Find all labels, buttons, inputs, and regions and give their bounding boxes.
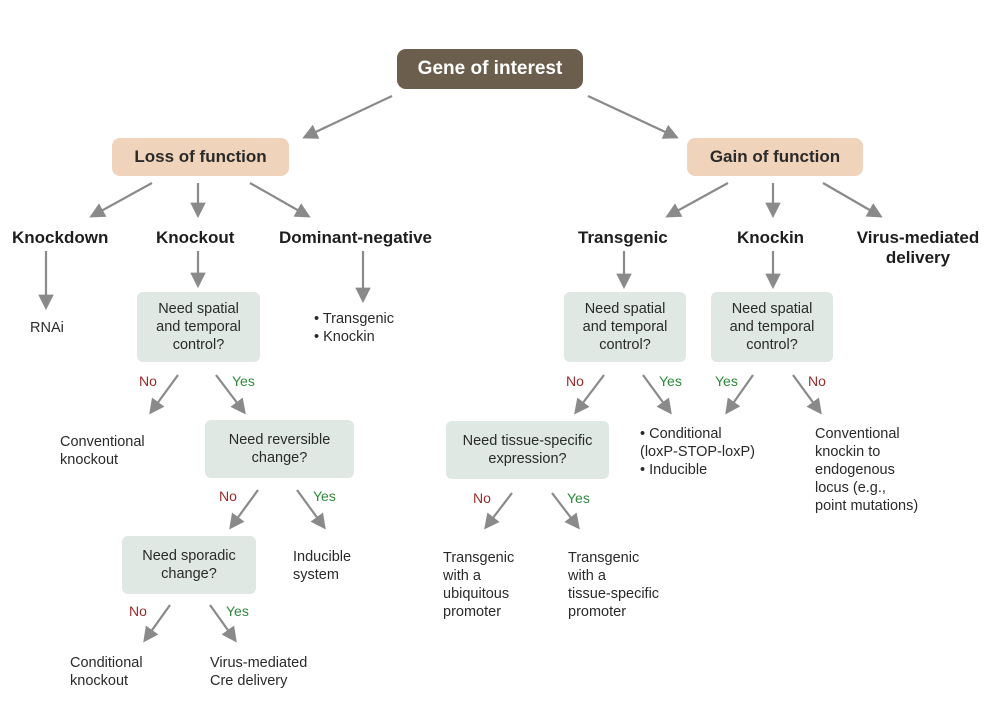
arrow-tg-yes — [642, 374, 672, 415]
yes-label: Yes — [567, 490, 590, 506]
knockdown-heading: Knockdown — [12, 228, 109, 247]
knockin-spatial-temporal-question: Need spatial and temporal control? — [711, 292, 833, 362]
arrow-spo-yes — [209, 604, 237, 643]
yes-label: Yes — [232, 373, 255, 389]
arrow-rev-yes — [296, 489, 326, 530]
virus-mediated-cre-delivery-leaf: Virus-mediated Cre delivery — [210, 655, 308, 689]
sporadic-change-question: Need sporadic change? — [122, 536, 256, 594]
no-label: No — [139, 373, 157, 389]
knockout-spatial-temporal-question: Need spatial and temporal control? — [137, 292, 260, 362]
yes-label: Yes — [313, 488, 336, 504]
no-label: No — [219, 488, 237, 504]
arrow-rev-no — [229, 489, 259, 530]
transgenic-spatial-temporal-question: Need spatial and temporal control? — [564, 292, 686, 362]
conventional-knockin-leaf: Conventional knockin to endogenous locus… — [815, 426, 919, 514]
no-label: No — [808, 373, 826, 389]
rnai-leaf: RNAi — [30, 320, 64, 336]
arrow-tissue-yes — [551, 492, 580, 530]
conditional-knockout-leaf: Conditional knockout — [70, 655, 143, 689]
tissue-specific-question: Need tissue-specific expression? — [446, 421, 609, 479]
yes-label: Yes — [715, 373, 738, 389]
transgenic-ubiquitous-promoter-leaf: Transgenic with a ubiquitous promoter — [443, 550, 515, 620]
transgenic-tissue-specific-promoter-leaf: Transgenic with a tissue-specific promot… — [568, 550, 660, 620]
arrow-ki-no — [792, 374, 822, 415]
yes-label: Yes — [226, 603, 249, 619]
arrow-tg-no — [574, 374, 605, 415]
gain-of-function-box: Gain of function — [687, 138, 863, 176]
reversible-change-question: Need reversible change? — [205, 420, 354, 478]
arrow-gain-to-transgenic — [665, 182, 729, 218]
arrow-loss-to-dominant-negative — [249, 182, 311, 218]
knockout-heading: Knockout — [156, 228, 235, 247]
arrow-gain-to-virus — [822, 182, 883, 218]
arrow-root-to-gain — [587, 95, 679, 139]
no-label: No — [473, 490, 491, 506]
arrow-root-to-loss — [302, 95, 393, 139]
conventional-knockout-leaf: Conventional knockout — [60, 434, 145, 468]
knockin-heading: Knockin — [737, 228, 805, 247]
transgenic-heading: Transgenic — [578, 228, 668, 247]
arrow-ki-yes — [725, 374, 754, 415]
arrow-spo-no — [143, 604, 171, 643]
arrow-loss-to-knockdown — [89, 182, 153, 218]
arrow-tissue-no — [484, 492, 513, 530]
virus-mediated-delivery-heading: Virus-mediated delivery — [856, 228, 980, 267]
loss-of-function-box: Loss of function — [112, 138, 289, 176]
yes-label: Yes — [659, 373, 682, 389]
dominant-negative-options-leaf: • Transgenic • Knockin — [314, 311, 395, 345]
gene-of-interest-box: Gene of interest — [397, 49, 583, 89]
no-label: No — [129, 603, 147, 619]
inducible-system-leaf: Inducible system — [293, 549, 352, 583]
arrow-ko-no — [149, 374, 179, 415]
arrow-ko-yes — [215, 374, 246, 415]
dominant-negative-heading: Dominant-negative — [279, 228, 433, 247]
conditional-inducible-leaf: • Conditional (loxP-STOP-loxP) • Inducib… — [640, 426, 755, 478]
no-label: No — [566, 373, 584, 389]
